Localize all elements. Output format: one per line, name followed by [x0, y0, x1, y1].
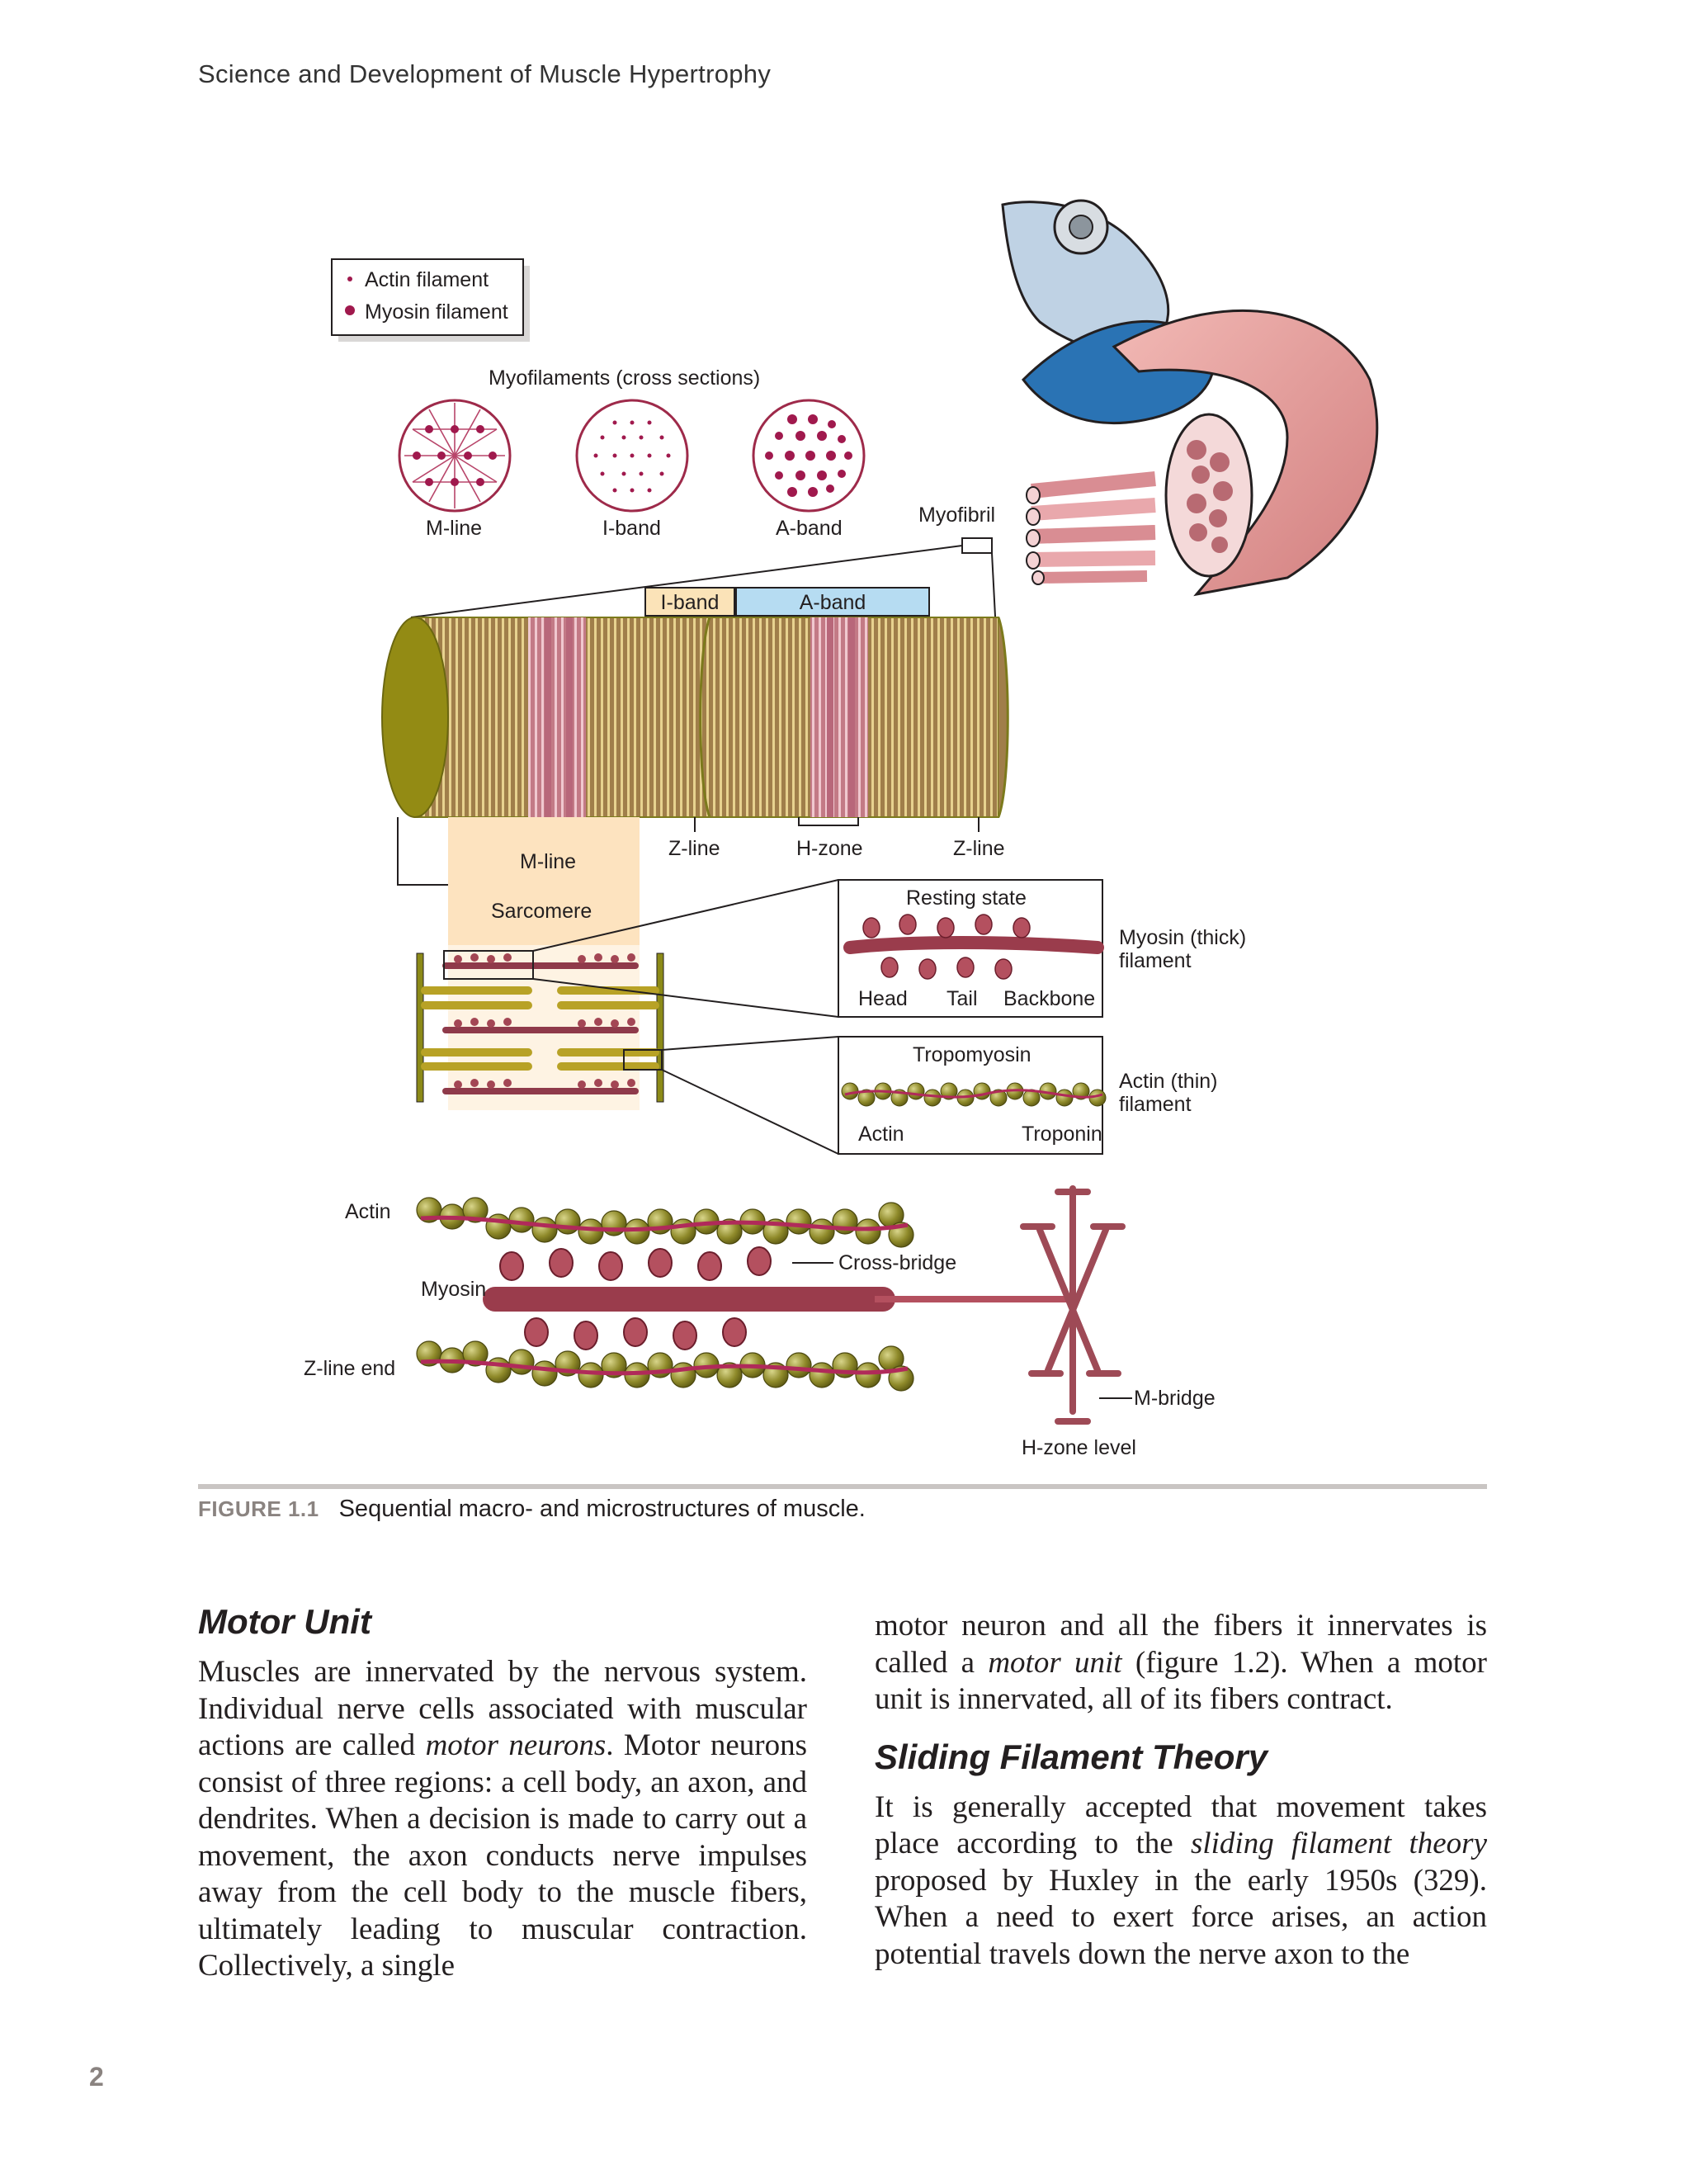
right-text-em: motor unit — [988, 1645, 1122, 1680]
m-line-label: M-line — [520, 850, 576, 873]
resting-state-title: Resting state — [906, 886, 1027, 910]
bottom-myosin-label: Myosin — [421, 1278, 486, 1301]
page-number: 2 — [89, 2062, 104, 2092]
sarcomere-highlight — [448, 817, 640, 945]
h-zone-label: H-zone — [796, 837, 863, 860]
myosin-dot-icon — [345, 305, 355, 315]
cross-section-label-a-band: A-band — [776, 517, 843, 540]
cross-section-i-band — [575, 399, 689, 513]
running-head: Science and Development of Muscle Hypert… — [198, 59, 772, 88]
figure-caption-text: Sequential macro- and microstructures of… — [338, 1496, 866, 1522]
myofibril-cylinder — [381, 617, 1009, 818]
legend: Actin filament Myosin filament — [331, 258, 530, 342]
actin-dot-icon — [347, 277, 352, 281]
cross-section-label-m-line: M-line — [426, 517, 482, 540]
cross-section-m-line — [398, 399, 512, 513]
heading-sliding-filament: Sliding Filament Theory — [875, 1737, 1268, 1776]
a-band-header-label: A-band — [800, 591, 866, 614]
h-zone-level-label: H-zone level — [1022, 1436, 1136, 1459]
tail-label: Tail — [946, 987, 978, 1010]
right-text-b: (figure 1.2). When a motor unit is inner… — [875, 1645, 1487, 1717]
heading-motor-unit: Motor Unit — [198, 1602, 371, 1641]
right-text-c: It is generally accepted that movement t… — [875, 1789, 1487, 1861]
cross-bridge-label: Cross-bridge — [838, 1251, 956, 1274]
z-line-label-left: Z-line — [668, 837, 720, 860]
muscle-structure-figure: Actin filament Myosin filament Myofilame… — [304, 199, 1379, 1459]
z-line-end-label: Z-line end — [304, 1357, 395, 1380]
i-band-header-label: I-band — [661, 591, 720, 614]
actin-filament-box: Tropomyosin Actin Troponin — [838, 1036, 1107, 1155]
right-paragraph-1: motor neuron and all the fibers it inner… — [875, 1608, 1487, 1718]
left-text-em: motor neurons — [425, 1728, 607, 1762]
bottom-actin-label: Actin — [345, 1200, 391, 1223]
tropomyosin-label: Tropomyosin — [913, 1043, 1031, 1066]
myosin-filament-label: filament — [1119, 949, 1192, 972]
right-paragraph-2: It is generally accepted that movement t… — [875, 1789, 1487, 1974]
m-bridge-label: M-bridge — [1134, 1387, 1216, 1410]
backbone-label: Backbone — [1003, 987, 1095, 1010]
i-band-header-box — [644, 587, 735, 617]
actin-box-label: Actin — [858, 1123, 904, 1146]
troponin-label: Troponin — [1022, 1123, 1102, 1146]
z-line-label-right: Z-line — [953, 837, 1005, 860]
legend-myosin: Myosin filament — [365, 300, 508, 324]
right-text-d: proposed by Huxley in the early 1950s (3… — [875, 1863, 1487, 1971]
head-label: Head — [858, 987, 908, 1010]
myofibril-zoom-box — [961, 537, 993, 554]
sarcomere-label: Sarcomere — [491, 900, 592, 923]
left-paragraph: Muscles are innervated by the nervous sy… — [198, 1654, 807, 1985]
cross-section-a-band — [752, 399, 866, 513]
legend-actin: Actin filament — [365, 268, 489, 291]
actin-filament-label: filament — [1119, 1093, 1192, 1116]
left-text-a: Muscles are innervated by the nervous sy… — [198, 1655, 807, 1762]
cross-section-title: Myofilaments (cross sections) — [489, 366, 760, 390]
right-text-a: motor neuron and all the fibers it inner… — [875, 1609, 1487, 1680]
cross-section-label-i-band: I-band — [602, 517, 661, 540]
actin-thin-label: Actin (thin) — [1119, 1070, 1217, 1093]
figure-rule — [198, 1484, 1487, 1489]
myosin-thick-label: Myosin (thick) — [1119, 926, 1246, 949]
resting-state-box: Resting state Head Tail Backbone — [838, 879, 1104, 1018]
right-column: motor neuron and all the fibers it inner… — [875, 1608, 1487, 1973]
figure-caption: FIGURE 1.1 Sequential macro- and microstr… — [198, 1496, 866, 1523]
cross-bridge-diagram — [416, 1185, 1126, 1425]
left-column: Motor Unit Muscles are innervated by the… — [198, 1601, 807, 1985]
right-text-em2: sliding filament theory — [1190, 1827, 1487, 1860]
arm-illustration — [1001, 199, 1379, 597]
myofibril-label: Myofibril — [918, 503, 995, 527]
left-text-b: . Motor neurons consist of three regions… — [198, 1728, 807, 1983]
figure-caption-label: FIGURE 1.1 — [198, 1496, 319, 1521]
sarcomere-closeup — [416, 945, 664, 1110]
a-band-header-box — [735, 587, 930, 617]
